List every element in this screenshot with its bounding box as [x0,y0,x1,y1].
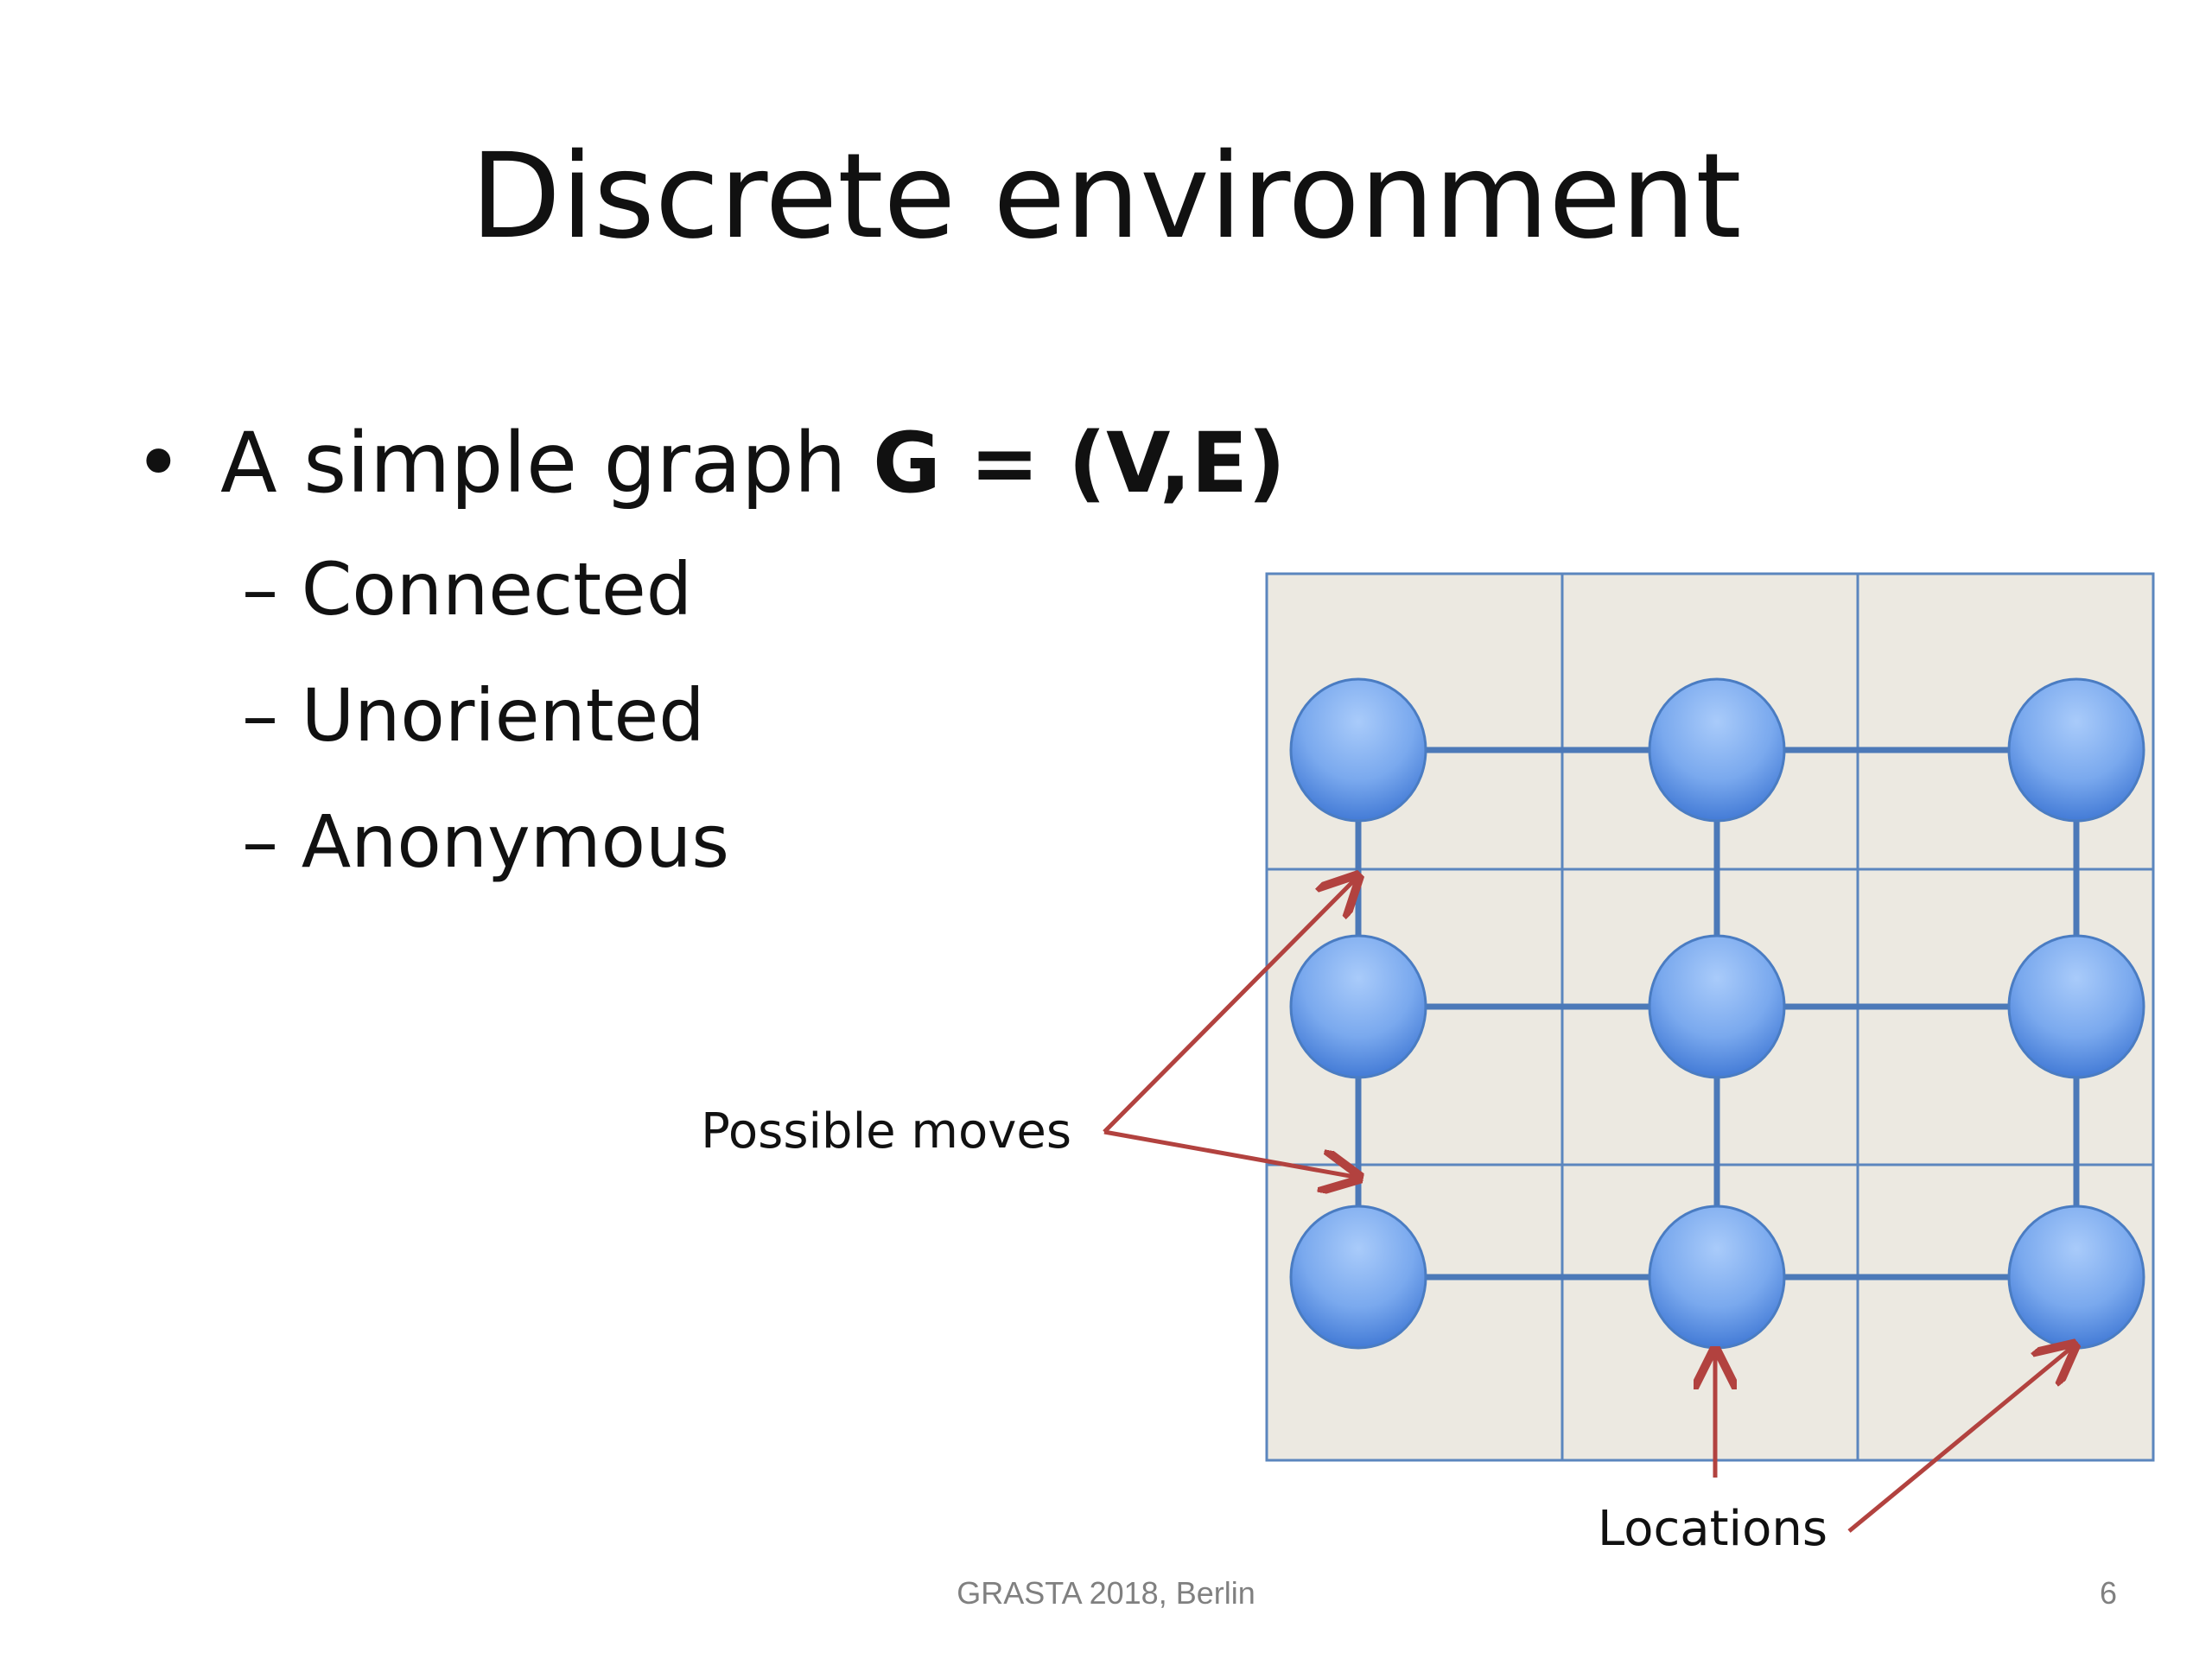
property-list: – Connected – Unoriented – Anonymous [242,553,729,931]
node-r1c2 [1648,677,1786,823]
bullet-marker: • [134,415,183,512]
locations-label: Locations [1598,1501,1827,1557]
node-r1c3 [2007,677,2145,823]
footer-conference: GRASTA 2018, Berlin [957,1575,1255,1611]
node-r2c3 [2007,934,2145,1079]
graph-nodes [1289,677,2145,1350]
sub-item-anonymous: – Anonymous [242,799,729,884]
slide-title: Discrete environment [470,129,1742,265]
sub-item-unoriented: – Unoriented [242,673,705,758]
grid-lines [1267,574,2153,1460]
node-r3c1 [1289,1205,1427,1350]
bullet-graph: •A simple graph G = (V,E) [134,422,1286,505]
possible-moves-label: Possible moves [701,1103,1071,1160]
node-r3c2 [1648,1205,1786,1350]
arrow-move-up [1103,880,1355,1134]
bullet-text: A simple graph [220,415,874,512]
node-r2c2 [1648,934,1786,1079]
sub-item-connected: – Connected [242,547,693,632]
annotation-arrows [1103,880,2071,1533]
bullet-formula: G = (V,E) [873,415,1286,512]
node-r2c1 [1289,934,1427,1079]
arrow-move-down [1103,1129,1355,1177]
page-number: 6 [2099,1575,2117,1611]
arrow-location-right [1847,1348,2071,1533]
node-r1c1 [1289,677,1427,823]
node-r3c3 [2007,1205,2145,1350]
